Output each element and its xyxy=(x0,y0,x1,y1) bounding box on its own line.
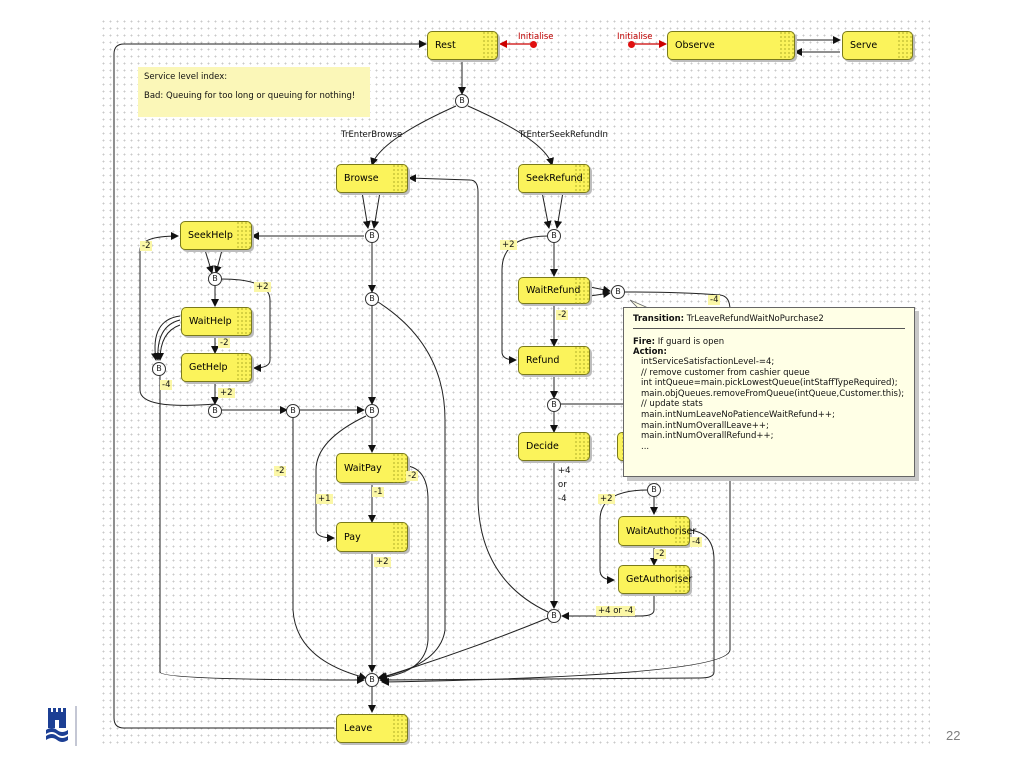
branch-after-browse[interactable]: B xyxy=(365,229,379,243)
action-line: int intQueue=main.pickLowestQueue(intSta… xyxy=(641,378,898,389)
weight-label: -1 xyxy=(372,487,385,497)
state-refund[interactable]: Refund xyxy=(518,346,590,375)
tooltip-fire-key: Fire: xyxy=(633,337,656,347)
branch-before-wait-pay[interactable]: B xyxy=(365,404,379,418)
university-logo xyxy=(46,706,77,746)
branch-after-refund[interactable]: B xyxy=(547,398,561,412)
branch-after-seek-refund[interactable]: B xyxy=(547,229,561,243)
action-line: main.intNumOverallLeave++; xyxy=(641,420,769,431)
state-get-authoriser[interactable]: GetAuthoriser xyxy=(618,565,692,594)
action-line: // update stats xyxy=(641,399,703,410)
note-line-2: Bad: Queuing for too long or queuing for… xyxy=(144,91,356,101)
initialise-label-observe: Initialise xyxy=(617,32,653,42)
initialise-point-observe xyxy=(628,41,635,48)
state-serve[interactable]: Serve xyxy=(842,31,913,60)
branch-browse-lower[interactable]: B xyxy=(365,292,379,306)
weight-label: -4 xyxy=(160,380,173,390)
tooltip-action-lines: intServiceSatisfactionLevel-=4; // remov… xyxy=(633,357,905,452)
tooltip-divider xyxy=(633,328,905,329)
state-rest[interactable]: Rest xyxy=(427,31,498,60)
weight-label: -2 xyxy=(406,471,419,481)
transition-label-enter-browse: TrEnterBrowse xyxy=(341,130,403,140)
service-level-note: Service level index: Bad: Queuing for to… xyxy=(138,67,370,117)
note-line-1: Service level index: xyxy=(144,72,228,82)
state-wait-authoriser[interactable]: WaitAuthoriser xyxy=(618,516,696,546)
weight-label: +2 xyxy=(374,557,391,567)
branch-before-authoriser[interactable]: B xyxy=(647,483,661,497)
weight-label: -2 xyxy=(654,549,667,559)
state-decide[interactable]: Decide xyxy=(518,432,590,461)
weight-label: or xyxy=(558,480,567,490)
tooltip-title-key: Transition: xyxy=(633,314,685,324)
state-get-help[interactable]: GetHelp xyxy=(181,353,252,382)
action-line: main.intNumLeaveNoPatienceWaitRefund++; xyxy=(641,409,835,420)
branch-after-get-help[interactable]: B xyxy=(208,404,222,418)
weight-label: -2 xyxy=(218,338,231,348)
tooltip-action-key: Action: xyxy=(633,347,667,357)
state-seek-help[interactable]: SeekHelp xyxy=(180,221,252,250)
weight-label: -2 xyxy=(556,310,569,320)
action-line: main.intNumOverallRefund++; xyxy=(641,431,774,442)
weight-label: -2 xyxy=(140,241,153,251)
page-number: 22 xyxy=(946,728,961,743)
branch-wait-help[interactable]: B xyxy=(152,362,166,376)
weight-label: -4 xyxy=(708,295,721,305)
state-seek-refund[interactable]: SeekRefund xyxy=(518,164,590,193)
weight-label: +4 xyxy=(558,466,571,476)
weight-label: +4 or -4 xyxy=(596,606,636,616)
state-wait-refund[interactable]: WaitRefund xyxy=(518,277,590,304)
weight-label: +1 xyxy=(316,494,333,504)
tooltip-title-value: TrLeaveRefundWaitNoPurchase2 xyxy=(686,314,824,324)
tooltip-title: Transition: TrLeaveRefundWaitNoPurchase2 xyxy=(633,314,905,324)
branch-before-leave[interactable]: B xyxy=(365,673,379,687)
state-wait-help[interactable]: WaitHelp xyxy=(181,307,252,336)
branch-after-authoriser[interactable]: B xyxy=(547,609,561,623)
tooltip-fire: Fire: If guard is open xyxy=(633,337,905,347)
state-pay[interactable]: Pay xyxy=(336,522,408,552)
weight-label: +2 xyxy=(500,240,517,250)
action-line: main.objQueues.removeFromQueue(intQueue,… xyxy=(641,388,905,399)
action-line: intServiceSatisfactionLevel-=4; xyxy=(641,357,775,367)
weight-label: -4 xyxy=(558,494,567,504)
action-line: // remove customer from cashier queue xyxy=(641,367,810,378)
action-line: ... xyxy=(641,441,650,452)
weight-label: +2 xyxy=(254,282,271,292)
branch-middle-left[interactable]: B xyxy=(286,404,300,418)
weight-label: -4 xyxy=(690,537,703,547)
branch-wait-refund[interactable]: B xyxy=(611,285,625,299)
tooltip-fire-value: If guard is open xyxy=(657,337,725,347)
state-leave[interactable]: Leave xyxy=(336,714,408,743)
weight-label: -2 xyxy=(274,466,287,476)
transition-label-enter-seek-refund: TrEnterSeekRefundIn xyxy=(519,130,608,140)
branch-after-seek-help[interactable]: B xyxy=(208,272,222,286)
state-wait-pay[interactable]: WaitPay xyxy=(336,453,408,483)
weight-label: +2 xyxy=(218,388,235,398)
weight-label: +2 xyxy=(598,494,615,504)
initialise-point-rest xyxy=(530,41,537,48)
initialise-label-rest: Initialise xyxy=(518,32,554,42)
state-observe[interactable]: Observe xyxy=(667,31,795,60)
transition-tooltip: Transition: TrLeaveRefundWaitNoPurchase2… xyxy=(623,307,915,477)
branch-after-rest[interactable]: B xyxy=(455,94,469,108)
state-browse[interactable]: Browse xyxy=(336,164,408,193)
